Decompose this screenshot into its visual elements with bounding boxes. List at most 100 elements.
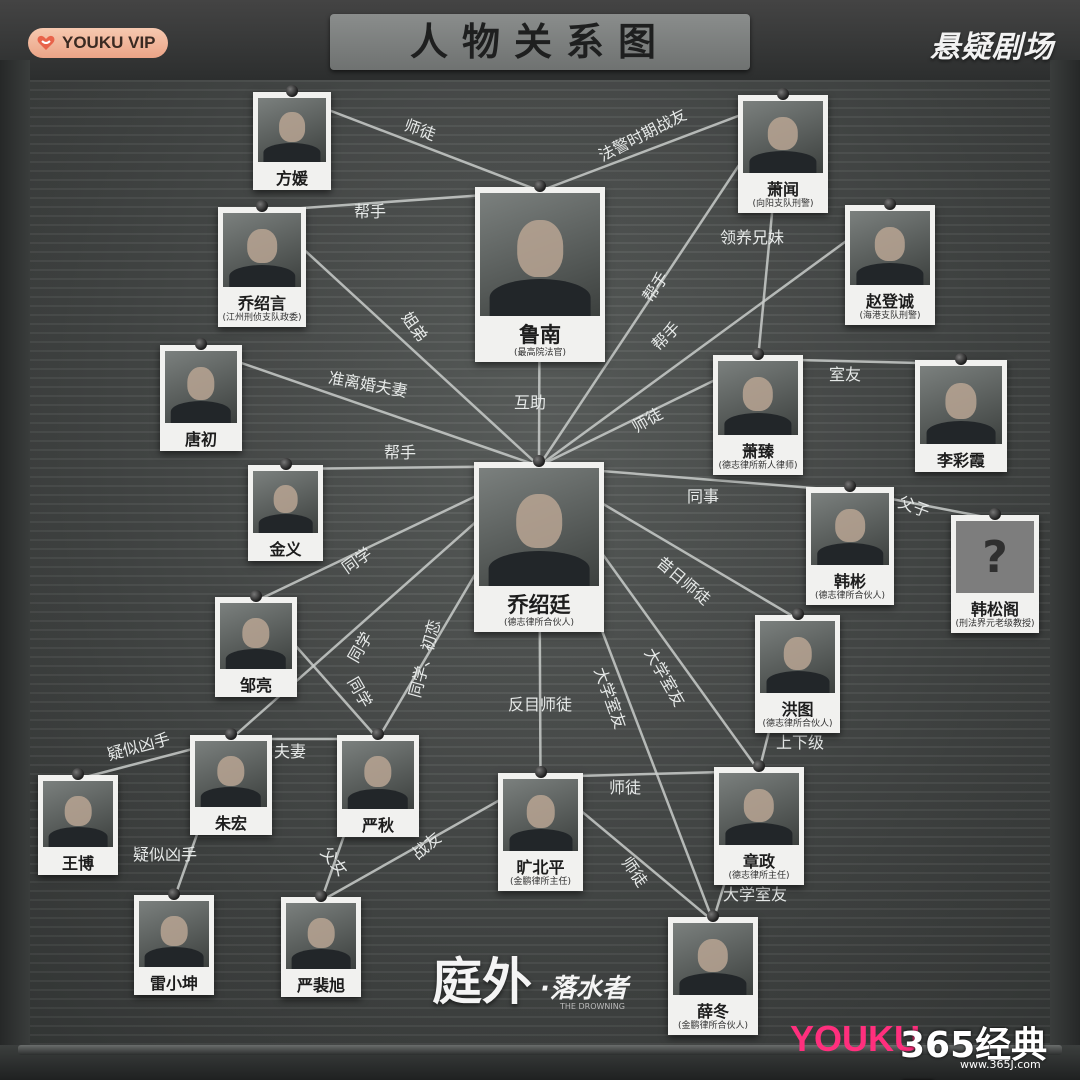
portrait-photo	[850, 211, 930, 285]
pushpin-icon	[752, 348, 764, 360]
character-card-xiaozhen[interactable]: 萧臻(德志律所新人律师)	[713, 348, 803, 475]
heart-icon	[37, 35, 55, 50]
portrait-photo	[480, 193, 600, 316]
character-role: (德志律所新人律师)	[718, 461, 798, 471]
character-card-yanfeixu[interactable]: 严裴旭	[281, 890, 361, 997]
character-name: 唐初	[184, 430, 217, 449]
portrait-photo	[479, 468, 599, 586]
portrait-head	[217, 755, 245, 786]
pushpin-icon	[753, 760, 765, 772]
character-name: 韩彬	[833, 572, 866, 591]
character-card-zhuhong[interactable]: 朱宏	[190, 728, 272, 835]
character-card-yanqiu[interactable]: 严秋	[337, 728, 419, 837]
window-frame-left	[0, 60, 30, 1060]
portrait-head	[64, 795, 92, 826]
character-role: (刑法界元老级教授)	[955, 619, 1035, 629]
relation-label: 反目师徒	[508, 695, 572, 714]
character-card-xiaowen[interactable]: 萧闻(向阳支队刑警)	[738, 88, 828, 213]
portrait-shoulders	[856, 262, 924, 285]
portrait-head	[279, 112, 305, 142]
pushpin-icon	[534, 180, 546, 192]
portrait-shoulders	[229, 264, 295, 287]
portrait-head	[835, 508, 865, 542]
character-card-qiaoshaoyan[interactable]: 乔绍言(江州刑侦支队政委)	[218, 200, 306, 327]
character-role: (德志律所合伙人)	[503, 618, 575, 628]
relation-label: 疑似凶手	[105, 729, 172, 764]
character-card-wangbo[interactable]: 王博	[38, 768, 118, 875]
portrait-head	[516, 493, 562, 549]
character-name: 雷小坤	[149, 974, 198, 993]
relation-label: 同事	[687, 487, 719, 506]
relation-label: 大学室友	[590, 665, 630, 732]
character-card-hansongge[interactable]: ?韩松阁(刑法界元老级教授)	[951, 508, 1039, 633]
portrait-head	[697, 938, 729, 972]
character-card-fangyuan[interactable]: 方媛	[253, 85, 331, 190]
portrait-photo	[342, 741, 414, 809]
portrait-photo	[743, 101, 823, 173]
portrait-shoulders	[263, 142, 321, 162]
character-role: (海港支队刑警)	[859, 311, 921, 321]
portrait-photo	[195, 741, 267, 807]
relation-label: 室友	[829, 365, 861, 384]
portrait-head	[945, 383, 977, 420]
character-role: (德志律所合伙人)	[762, 719, 833, 729]
character-name: 邹亮	[239, 676, 272, 695]
portrait-photo	[139, 901, 209, 967]
relation-label: 同学	[338, 544, 375, 578]
relation-label: 夫妻	[274, 742, 306, 761]
pushpin-icon	[225, 728, 237, 740]
portrait-shoulders	[170, 401, 232, 423]
character-card-licaixia[interactable]: 李彩霞	[915, 353, 1007, 472]
portrait-shoulders	[258, 514, 313, 533]
character-role: (向阳支队刑警)	[752, 199, 814, 209]
character-name: 赵登诚	[865, 292, 914, 311]
character-role: (德志律所合伙人)	[814, 591, 886, 601]
site-watermark: 365经典网	[900, 1025, 1048, 1080]
character-card-jinyi[interactable]: 金义	[248, 458, 323, 561]
character-card-zhangzheng[interactable]: 章政(德志律所主任)	[714, 760, 804, 885]
character-card-zouliang[interactable]: 邹亮	[215, 590, 297, 697]
relation-label: 师徒	[618, 853, 652, 890]
character-card-leixiaokun[interactable]: 雷小坤	[134, 888, 214, 995]
pushpin-icon	[955, 353, 967, 365]
show-logo-english: THE DROWNING	[560, 1002, 625, 1011]
title-plate: 人物关系图	[330, 14, 750, 70]
relation-label: 帮手	[384, 443, 416, 462]
portrait-head	[874, 227, 906, 262]
character-card-tangchu[interactable]: 唐初	[160, 338, 242, 451]
character-card-hanbin[interactable]: 韩彬(德志律所合伙人)	[806, 480, 894, 605]
character-card-lunan[interactable]: 鲁南(最高院法官)	[475, 180, 605, 362]
relation-label: 帮手	[354, 202, 386, 221]
relation-label: 疑似凶手	[133, 845, 197, 864]
portrait-head	[767, 116, 799, 150]
character-name: 金义	[269, 540, 302, 559]
relation-label: 父子	[896, 492, 933, 521]
relation-string-qiaoshaoyan-qiaoshaoting	[261, 210, 540, 467]
portrait-photo	[165, 351, 237, 423]
portrait-shoulders	[225, 649, 287, 669]
character-role: (江州刑侦支队政委)	[222, 313, 302, 323]
character-name: 洪图	[781, 700, 814, 719]
relation-string-fangyuan-lunan	[291, 94, 541, 193]
portrait-shoulders	[724, 412, 792, 435]
character-name: 薛冬	[696, 1002, 729, 1021]
character-card-kuangbeiping[interactable]: 旷北平(金鹏律所主任)	[498, 766, 583, 891]
character-card-qiaoshaoting[interactable]: 乔绍廷(德志律所合伙人)	[474, 455, 604, 632]
character-card-zhaozhicheng[interactable]: 赵登诚(海港支队刑警)	[845, 198, 935, 325]
portrait-shoulders	[144, 947, 204, 967]
pushpin-icon	[250, 590, 262, 602]
portrait-shoulders	[48, 827, 108, 847]
character-name: 朱宏	[214, 814, 247, 833]
pushpin-icon	[533, 455, 545, 467]
pushpin-icon	[989, 508, 1001, 520]
show-logo-subtitle: ·落水者	[540, 974, 628, 1004]
portrait-shoulders	[200, 787, 262, 807]
relation-label: 同学、初恋	[405, 617, 444, 699]
character-role: (德志律所主任)	[728, 871, 790, 881]
character-card-xuedong[interactable]: 薛冬(金鹏律所合伙人)	[668, 910, 758, 1035]
portrait-photo	[286, 903, 356, 969]
character-card-hongtu[interactable]: 洪图(德志律所合伙人)	[755, 608, 840, 733]
pushpin-icon	[777, 88, 789, 100]
relation-label: 昔日师徒	[653, 553, 714, 609]
relation-label: 领养兄妹	[720, 228, 784, 247]
